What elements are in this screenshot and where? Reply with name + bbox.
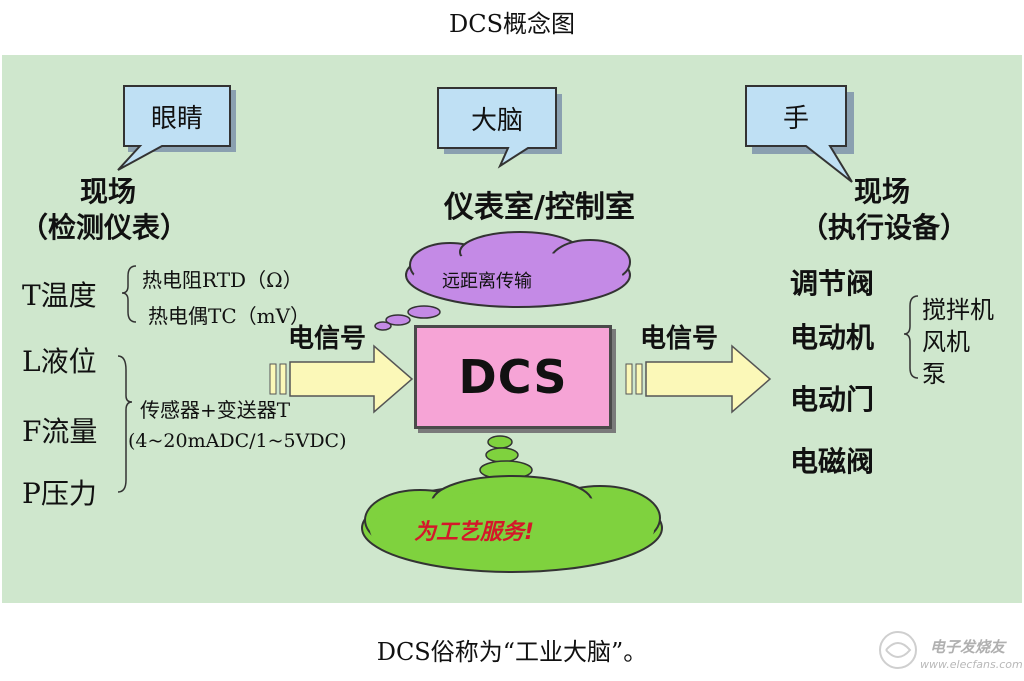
remote-transmission-label: 远距离传输 bbox=[442, 271, 532, 292]
brace-motor bbox=[903, 295, 919, 379]
label-mixer: 搅拌机 bbox=[922, 296, 994, 324]
label-solenoid-valve: 电磁阀 bbox=[790, 445, 875, 478]
right-group-subtitle: （执行设备） bbox=[800, 211, 969, 244]
page-title: DCS概念图 bbox=[448, 10, 576, 38]
label-electric-door: 电动门 bbox=[790, 383, 875, 416]
dcs-label: DCS bbox=[458, 350, 568, 404]
callout-hand bbox=[745, 85, 854, 183]
label-pressure: P压力 bbox=[22, 477, 97, 510]
left-group-title: 现场 bbox=[80, 175, 137, 208]
left-group-subtitle: （检测仪表） bbox=[20, 211, 189, 244]
label-signal-range: (4~20mADC/1~5VDC) bbox=[128, 430, 347, 452]
control-room-title: 仪表室/控制室 bbox=[444, 190, 635, 225]
callout-eye bbox=[117, 85, 236, 171]
arrow-left bbox=[269, 344, 414, 414]
cloud-service bbox=[361, 435, 663, 573]
label-level: L液位 bbox=[22, 345, 97, 378]
right-signal-label: 电信号 bbox=[640, 324, 719, 354]
label-pump: 泵 bbox=[922, 360, 946, 388]
cloud-remote bbox=[374, 231, 631, 331]
brace-temperature bbox=[121, 265, 137, 323]
label-rtd: 热电阻RTD（Ω） bbox=[142, 268, 303, 292]
dcs-box: DCS bbox=[414, 325, 612, 429]
label-control-valve: 调节阀 bbox=[790, 267, 875, 300]
caption: DCS俗称为“工业大脑”。 bbox=[376, 638, 648, 666]
left-signal-label: 电信号 bbox=[288, 324, 367, 354]
callout-brain bbox=[437, 87, 562, 169]
service-label: 为工艺服务! bbox=[414, 520, 535, 545]
callout-eye-label: 眼睛 bbox=[150, 104, 203, 134]
watermark-url: www.elecfans.com bbox=[920, 658, 1023, 671]
callout-hand-label: 手 bbox=[782, 104, 809, 134]
label-tc: 热电偶TC（mV） bbox=[148, 304, 311, 328]
brace-transmitter bbox=[117, 355, 133, 493]
callout-brain-label: 大脑 bbox=[470, 106, 523, 136]
right-group-title: 现场 bbox=[854, 175, 911, 208]
watermark-name: 电子发烧友 bbox=[930, 638, 1006, 656]
label-temperature: T温度 bbox=[22, 279, 97, 312]
label-motor: 电动机 bbox=[790, 321, 875, 354]
arrow-right bbox=[625, 344, 772, 414]
label-transmitter: 传感器+变送器T bbox=[140, 398, 291, 422]
label-fan: 风机 bbox=[922, 328, 970, 356]
label-flow: F流量 bbox=[22, 415, 98, 448]
watermark-logo-icon bbox=[879, 631, 917, 669]
